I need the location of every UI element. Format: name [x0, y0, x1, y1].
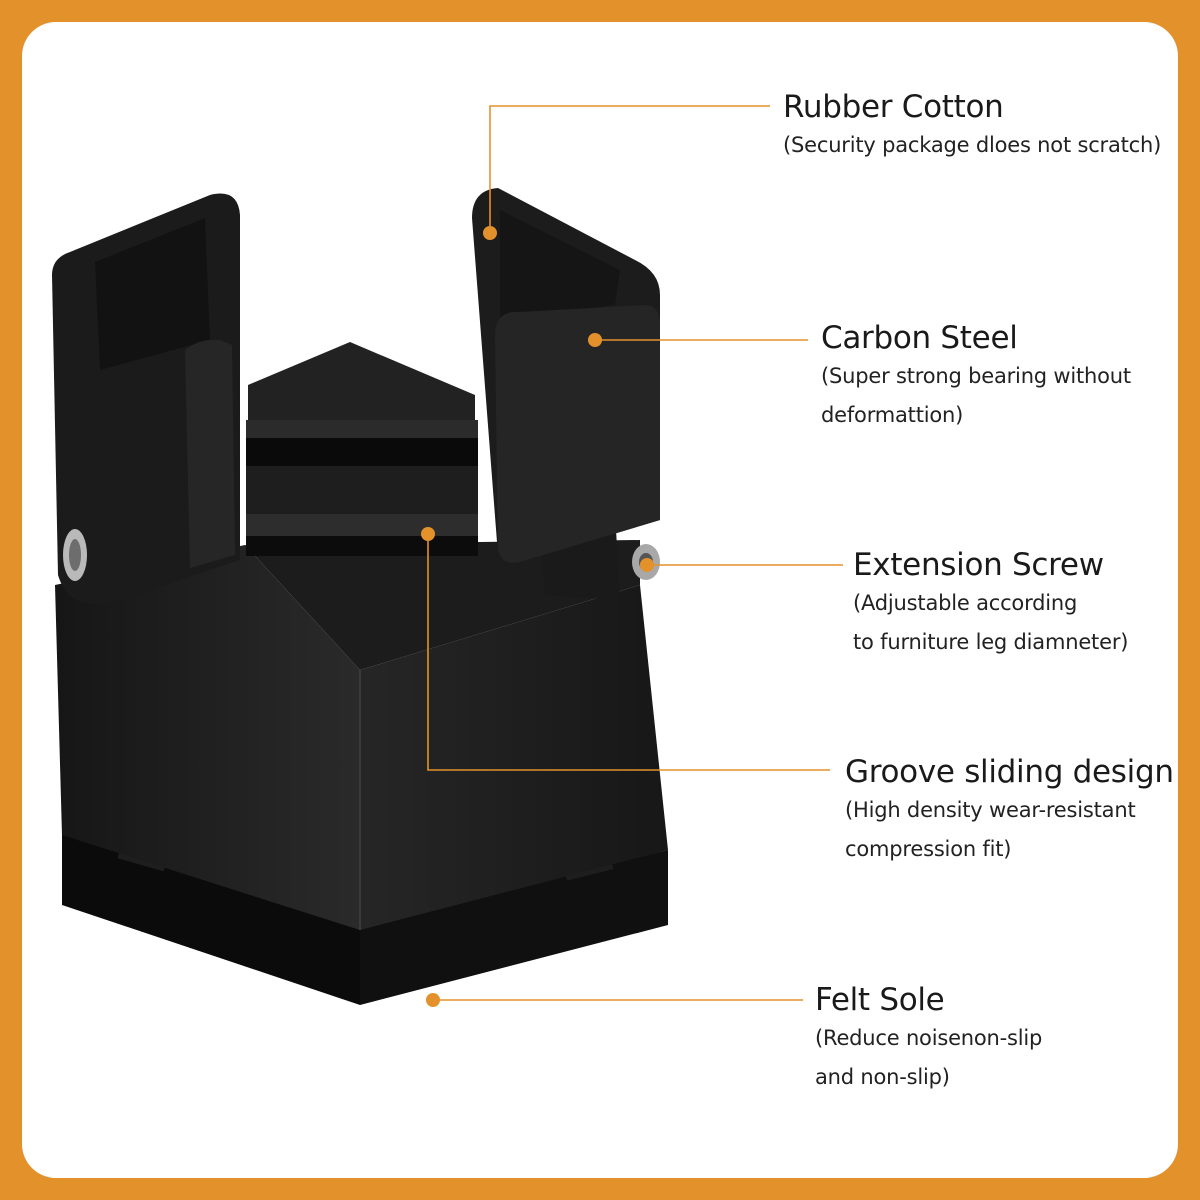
callout-rubber-cotton: Rubber Cotton (Security package dloes no…	[783, 88, 1161, 165]
groove-slots	[246, 342, 620, 600]
callout-title: Felt Sole	[815, 982, 945, 1018]
callout-extension-screw: Extension Screw (Adjustable according to…	[853, 546, 1128, 662]
callout-desc: (Adjustable according	[853, 591, 1078, 615]
callout-title: Groove sliding design	[845, 754, 1174, 790]
callout-desc: (High density wear-resistant	[845, 798, 1136, 822]
callout-title: Carbon Steel	[821, 320, 1018, 356]
callout-carbon-steel: Carbon Steel (Super strong bearing witho…	[821, 319, 1131, 435]
callout-desc: deformattion)	[821, 403, 964, 427]
callout-groove-sliding-design: Groove sliding design (High density wear…	[845, 753, 1174, 869]
callout-desc: to furniture leg diamneter)	[853, 630, 1129, 654]
callout-leaders	[427, 105, 843, 1001]
left-clamp-arm	[52, 193, 240, 605]
right-clamp-arm	[472, 188, 660, 566]
callout-felt-sole: Felt Sole (Reduce noisenon-slip and non-…	[815, 981, 1042, 1097]
callout-title: Extension Screw	[853, 547, 1104, 583]
callout-desc: (Security package dloes not scratch)	[783, 133, 1162, 157]
callout-dots	[421, 226, 654, 1007]
callout-title: Rubber Cotton	[783, 89, 1004, 125]
callout-desc: and non-slip)	[815, 1065, 950, 1089]
extension-screw	[63, 529, 660, 581]
callout-desc: compression fit)	[845, 837, 1012, 861]
riser-body	[55, 540, 668, 930]
callout-desc: (Reduce noisenon-slip	[815, 1026, 1043, 1050]
callout-desc: (Super strong bearing without	[821, 364, 1131, 388]
